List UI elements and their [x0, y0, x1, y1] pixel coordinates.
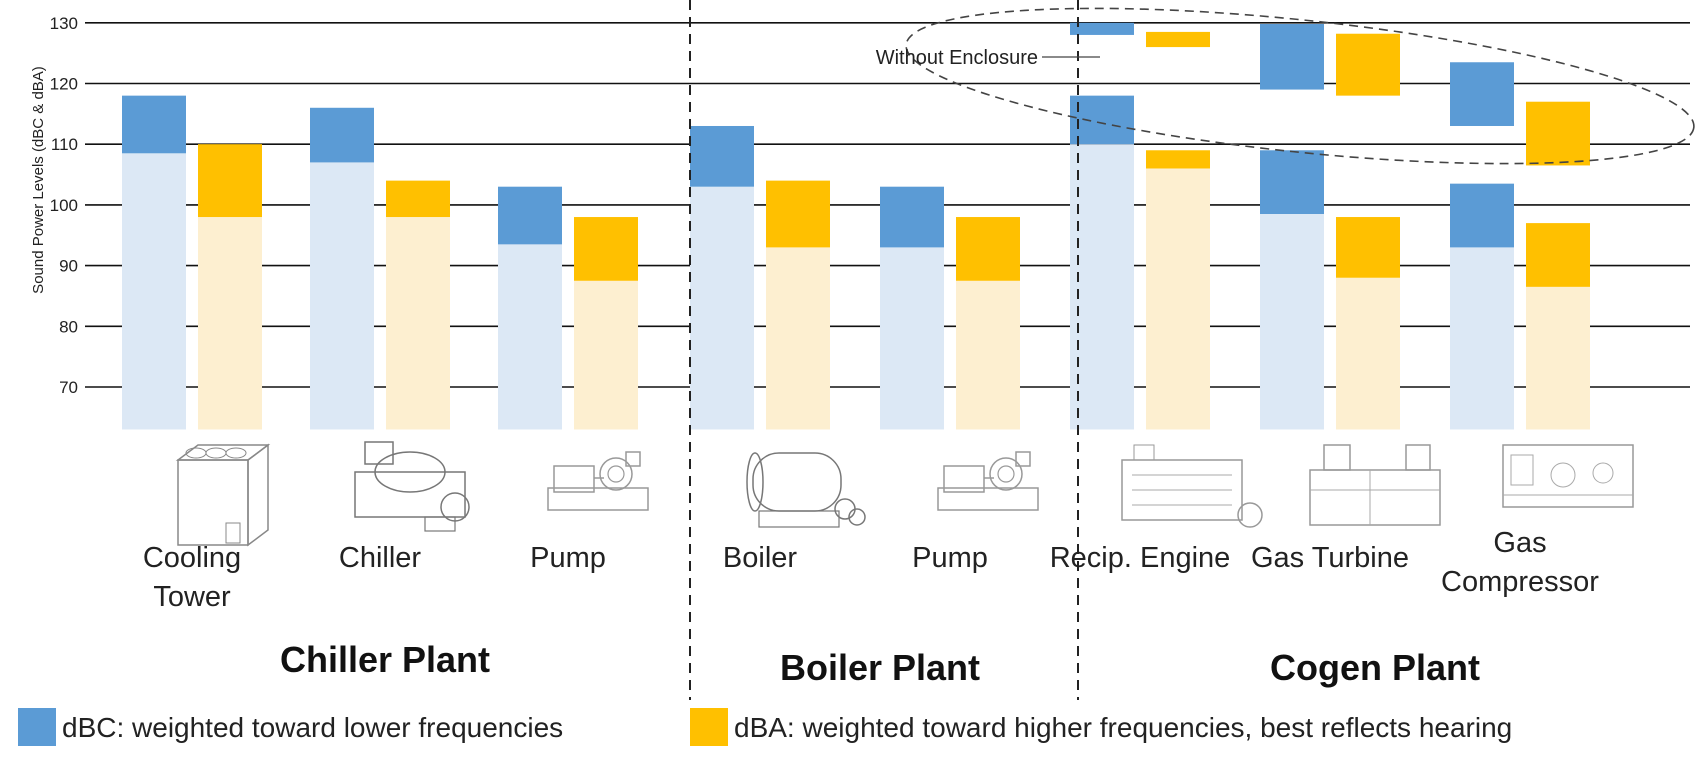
chiller-icon: [354, 441, 470, 532]
group-title-cogen: Cogen Plant: [1270, 647, 1480, 688]
y-tick-label: 100: [50, 196, 78, 215]
legend-label-dbc: dBC: weighted toward lower frequencies: [62, 712, 563, 743]
category-label: Recip. Engine: [1050, 542, 1231, 574]
category-label: Tower: [153, 581, 231, 613]
dbc-base-bar: [690, 186, 754, 430]
recip-engine-icon: [1121, 444, 1263, 528]
dbc-base-bar: [1070, 144, 1134, 430]
category-label: Boiler: [723, 542, 797, 574]
dbc-without-enclosure-bar: [1070, 22, 1134, 35]
dbc-without-enclosure-bar: [1450, 62, 1514, 126]
dbc-range-bar: [880, 186, 944, 248]
dba-base-bar: [198, 217, 262, 430]
category-label: Pump: [530, 542, 606, 574]
dbc-range-bar: [498, 186, 562, 245]
dba-base-bar: [1336, 277, 1400, 430]
dbc-base-bar: [1450, 247, 1514, 430]
y-tick-label: 90: [59, 257, 78, 276]
legend-swatch-dba: [690, 708, 728, 746]
group-title-boiler: Boiler Plant: [780, 647, 980, 688]
y-tick-label: 110: [51, 135, 78, 154]
dba-range-bar: [1146, 150, 1210, 169]
dbc-without-enclosure-bar: [1260, 24, 1324, 90]
gas-turbine-icon: [1309, 444, 1441, 526]
legend: dBC: weighted toward lower frequencies d…: [18, 708, 1512, 746]
dbc-range-bar: [1070, 95, 1134, 145]
dbc-base-bar: [880, 247, 944, 430]
dbc-range-bar: [690, 125, 754, 187]
y-axis-label: Sound Power Levels (dBC & dBA): [30, 66, 47, 294]
without-enclosure-ellipse: [905, 7, 1695, 165]
dbc-range-bar: [310, 107, 374, 163]
group-title-chiller: Chiller Plant: [280, 639, 490, 680]
dbc-range-bar: [122, 95, 186, 154]
dba-base-bar: [386, 217, 450, 430]
without-enclosure-label: Without Enclosure: [876, 47, 1038, 69]
pump-icon: [547, 451, 649, 511]
dba-range-bar: [956, 217, 1020, 281]
dbc-base-bar: [498, 244, 562, 430]
dba-range-bar: [386, 180, 450, 218]
dba-range-bar: [198, 144, 262, 218]
category-label: Gas: [1493, 527, 1546, 559]
dbc-range-bar: [1450, 183, 1514, 248]
dba-range-bar: [766, 180, 830, 248]
gas-compressor-icon: [1502, 444, 1634, 508]
dba-base-bar: [1526, 286, 1590, 430]
dba-without-enclosure-bar: [1336, 33, 1400, 96]
category-label: Chiller: [339, 542, 422, 574]
dba-range-bar: [574, 217, 638, 281]
category-label: Compressor: [1441, 566, 1599, 598]
dba-range-bar: [1526, 223, 1590, 287]
bars-layer: [122, 22, 1590, 430]
dba-base-bar: [956, 280, 1020, 430]
dba-without-enclosure-bar: [1526, 101, 1590, 166]
pump-icon: [937, 451, 1039, 511]
legend-swatch-dbc: [18, 708, 56, 746]
y-tick-label: 120: [50, 75, 78, 94]
dba-without-enclosure-bar: [1146, 31, 1210, 48]
dbc-base-bar: [122, 153, 186, 430]
y-tick-labels: 70 80 90 100 110 120 130: [50, 14, 78, 397]
y-tick-label: 70: [59, 378, 78, 397]
y-tick-label: 80: [59, 317, 78, 336]
legend-label-dba: dBA: weighted toward higher frequencies,…: [734, 712, 1512, 743]
dba-base-bar: [1146, 168, 1210, 430]
dbc-base-bar: [310, 162, 374, 430]
dbc-range-bar: [1260, 150, 1324, 215]
dba-base-bar: [574, 280, 638, 430]
cooling-tower-icon: [175, 443, 271, 547]
category-label: Gas Turbine: [1251, 542, 1409, 574]
category-label: Cooling: [143, 542, 241, 574]
boiler-icon: [746, 452, 866, 528]
dba-range-bar: [1336, 217, 1400, 278]
y-tick-label: 130: [50, 14, 78, 33]
dbc-base-bar: [1260, 214, 1324, 430]
category-label: Pump: [912, 542, 988, 574]
dba-base-bar: [766, 247, 830, 430]
